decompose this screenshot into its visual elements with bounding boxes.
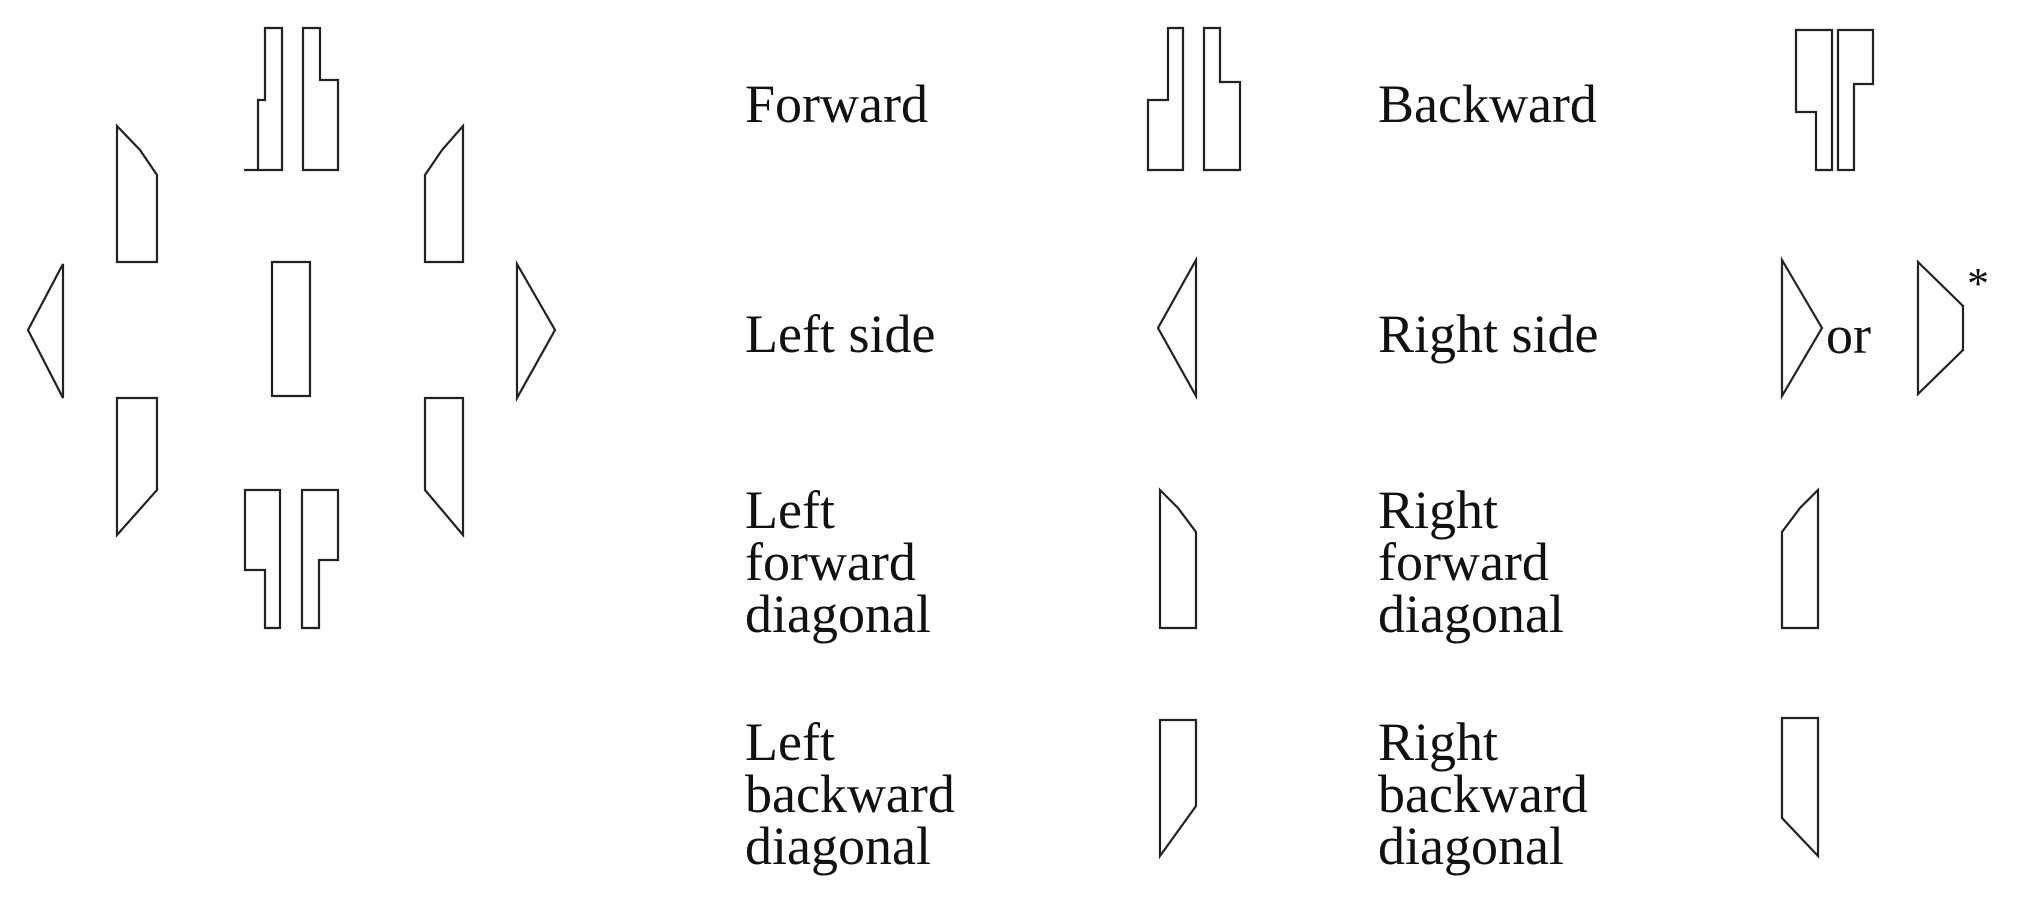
label-right-side: Right side xyxy=(1378,304,1599,364)
label-line: Right side xyxy=(1378,304,1599,364)
label-line: Left xyxy=(745,480,835,540)
left-forward-diagonal-icon xyxy=(1158,487,1198,630)
label-line: backward xyxy=(745,764,955,824)
label-line: Left side xyxy=(745,304,936,364)
label-forward: Forward xyxy=(745,74,928,134)
label-line: Right xyxy=(1378,712,1499,772)
backward-icon-left xyxy=(1794,28,1834,172)
right-side-icon xyxy=(1780,255,1824,401)
label-line: backward xyxy=(1378,764,1588,824)
right-forward-diagonal-shape xyxy=(423,123,465,264)
left-forward-diagonal-shape xyxy=(115,123,159,264)
left-backward-diagonal-icon xyxy=(1158,718,1198,860)
right-side-shape xyxy=(515,259,557,403)
right-forward-diagonal-icon xyxy=(1780,487,1820,630)
label-line: Backward xyxy=(1378,74,1597,134)
left-side-icon xyxy=(1156,255,1198,401)
center-rectangle xyxy=(270,260,312,398)
left-side-shape xyxy=(26,263,65,399)
label-line: Left xyxy=(745,712,835,772)
asterisk-mark: * xyxy=(1967,259,1989,308)
backward-icon-right xyxy=(1836,28,1875,172)
label-line: forward xyxy=(1378,532,1549,592)
left-backward-diagonal-shape xyxy=(115,396,159,538)
label-line: diagonal xyxy=(1378,584,1564,644)
legend-icons xyxy=(1146,26,1965,860)
right-backward-diagonal-shape xyxy=(423,396,465,539)
or-word: or xyxy=(1826,305,1871,365)
label-line: diagonal xyxy=(745,584,931,644)
forward-footprint-left xyxy=(244,26,284,172)
forward-icon-right xyxy=(1202,26,1242,172)
right-backward-diagonal-icon xyxy=(1780,716,1820,859)
backward-footprint-right xyxy=(300,488,340,630)
label-line: diagonal xyxy=(1378,816,1564,876)
forward-icon-left xyxy=(1146,26,1185,172)
label-line: diagonal xyxy=(745,816,931,876)
label-left-side: Left side xyxy=(745,304,936,364)
label-line: Forward xyxy=(745,74,928,134)
label-line: Right xyxy=(1378,480,1499,540)
label-line: forward xyxy=(745,532,916,592)
right-side-alt-icon xyxy=(1916,259,1965,397)
forward-footprint-right xyxy=(301,26,340,172)
label-backward: Backward xyxy=(1378,74,1597,134)
composite-arrangement xyxy=(26,26,557,630)
backward-footprint-left xyxy=(243,488,282,630)
